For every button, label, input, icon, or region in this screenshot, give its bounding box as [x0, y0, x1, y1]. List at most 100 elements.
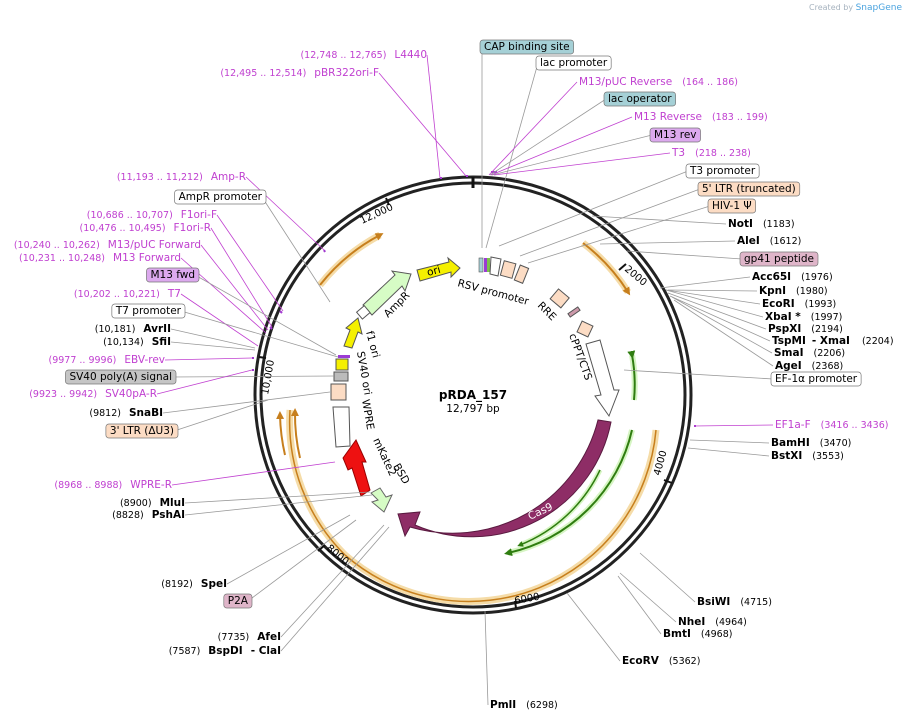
label-kpni-text: KpnI: [759, 285, 786, 297]
leader-spei: [226, 514, 351, 585]
leader-sv40-poly-a-signal: [171, 375, 335, 378]
label-pshai-coord: (8828): [112, 510, 144, 521]
label-pmli-text: PmlI: [490, 699, 516, 711]
label-lac-promoter-box: [535, 55, 612, 71]
ltr5-box: [499, 260, 517, 279]
label-t3: T3 (218 .. 238): [671, 147, 751, 159]
leader-pmli: [484, 610, 489, 706]
label-t7: T7(10,202 .. 10,221): [74, 288, 181, 300]
leader-noti: [591, 215, 727, 225]
label-alei-text: AleI: [737, 235, 760, 247]
label-ef-1-promoter: EF-1α promoter: [770, 371, 862, 387]
label-spei-text: SpeI: [201, 578, 227, 590]
label-ecori-coord: (1993): [805, 299, 837, 310]
label-t3-promoter-text: T3 promoter: [689, 165, 756, 177]
label-pspxi-text: PspXI: [768, 323, 801, 335]
label-3-ltr-u3: 3' LTR (ΔU3): [105, 423, 179, 439]
leader-afei: [280, 524, 385, 638]
label-pbr322ori-f-coord: (12,495 .. 12,514): [220, 68, 306, 79]
label-5-ltr-truncated-box: [697, 181, 801, 197]
label-m13-rev-text: M13 rev: [654, 129, 697, 141]
label-sfii-text: SfiI: [152, 336, 171, 348]
leader-m13-puc-forward: [200, 244, 269, 331]
rre-box: [549, 288, 570, 309]
sv40-ori-yellow: [335, 358, 349, 371]
mkate2-arrow: [342, 439, 371, 497]
label-m13-reverse: M13 Reverse(183 .. 199): [634, 111, 768, 123]
leader-pspxi: [667, 292, 767, 330]
leader-wpre-r: [171, 461, 336, 486]
label-snabi-text: SnaBI: [129, 407, 163, 419]
label-noti: NotI(1183): [728, 218, 795, 230]
feature-label-wpre: WPRE: [359, 398, 376, 430]
label-alei: AleI (1612): [737, 235, 801, 247]
label-cap-binding-site-box: [479, 39, 574, 55]
label-ampr-promoter: AmpR promoter: [174, 189, 267, 205]
sv40-gray-box: [333, 371, 349, 382]
label-gp41-peptide: gp41 peptide: [739, 251, 819, 267]
label-xbai: XbaI *(1997): [765, 311, 842, 323]
label-m13-puc-forward-coord: (10,240 .. 10,262): [14, 240, 100, 251]
label-m13-puc-reverse-text: M13/pUC Reverse: [579, 76, 672, 88]
label-bsiwi: BsiWI(4715): [697, 596, 772, 608]
label-kpni-coord: (1980): [796, 286, 828, 297]
leader-kpni: [667, 289, 758, 292]
label-wpre-r-text: WPRE-R: [130, 479, 172, 491]
leader-lac-promoter: [485, 62, 539, 249]
label-t3-promoter-box: [685, 163, 760, 179]
label-pmli-coord: (6298): [526, 700, 558, 711]
leader-ebv-rev: [164, 357, 253, 361]
label-bamhi: BamHI(3470): [771, 437, 851, 449]
label-pmli: PmlI (6298): [490, 699, 558, 711]
label-l4440-coord: (12,748 .. 12,765): [300, 50, 386, 61]
leader-nhei: [619, 572, 677, 623]
label-t3-promoter: T3 promoter: [685, 163, 760, 179]
label-hiv-1: HIV-1 Ψ: [707, 198, 756, 214]
label-sv40-poly-a-signal: SV40 poly(A) signal: [65, 369, 177, 385]
label-tspmi-suffix: - XmaI: [812, 335, 850, 347]
label-m13-rev: M13 rev: [649, 127, 701, 143]
label-m13-fwd: M13 fwd: [146, 267, 200, 283]
label-f1ori-r-text: F1ori-R: [174, 222, 211, 234]
leader-lines: [156, 47, 774, 706]
label-noti-coord: (1183): [763, 219, 795, 230]
label-ef-1-promoter-text: EF-1α promoter: [775, 373, 858, 385]
label-xbai-text: XbaI *: [765, 311, 801, 323]
leader-m13-fwd: [194, 274, 337, 356]
label-t3-text: T3: [671, 147, 685, 159]
label-lac-promoter-text: lac promoter: [540, 57, 608, 69]
label-sv40pa-r: SV40pA-R(9923 .. 9942): [29, 388, 157, 400]
ampr-arrow: [362, 270, 412, 316]
label-3-ltr-u3-text: 3' LTR (ΔU3): [110, 425, 174, 437]
leader-f1ori-f: [216, 214, 284, 312]
credit-prefix: Created by: [809, 3, 854, 12]
label-3-ltr-u3-box: [105, 423, 179, 439]
label-mlui-text: MluI: [160, 497, 185, 509]
label-afei-text: AfeI: [257, 631, 281, 643]
leader-gp41-peptide: [626, 250, 743, 260]
label-m13-reverse-coord: (183 .. 199): [712, 112, 768, 123]
label-bstxi-text: BstXI: [771, 450, 802, 462]
leader-snabi: [162, 391, 331, 414]
label-f1ori-f-coord: (10,686 .. 10,707): [87, 210, 173, 221]
label-agei-coord: (2368): [812, 361, 844, 372]
label-bspdi: BspDI(7587)- ClaI: [169, 645, 281, 657]
label-gp41-peptide-text: gp41 peptide: [744, 253, 814, 265]
label-f1ori-r: F1ori-R(10,476 .. 10,495): [80, 222, 211, 234]
label-avrii-text: AvrII: [143, 323, 171, 335]
label-smai-text: SmaI: [774, 347, 804, 359]
label-ecorv-text: EcoRV: [622, 655, 660, 667]
scale-ticks: [258, 197, 673, 609]
label-m13-rev-box: [649, 127, 701, 143]
label-t3-coord: (218 .. 238): [695, 148, 751, 159]
label-m13-puc-reverse: M13/pUC Reverse(164 .. 186): [579, 76, 738, 88]
leader-amp-r: [245, 176, 325, 251]
label-lac-promoter: lac promoter: [535, 55, 612, 71]
label-alei-coord: (1612): [770, 236, 802, 247]
label-bmti: BmtI(4968): [663, 628, 732, 640]
ltr-small-box: [330, 383, 347, 401]
label-bsiwi-coord: (4715): [740, 597, 772, 608]
leader-hiv-1: [527, 205, 711, 264]
label-bmti-coord: (4968): [701, 629, 733, 640]
